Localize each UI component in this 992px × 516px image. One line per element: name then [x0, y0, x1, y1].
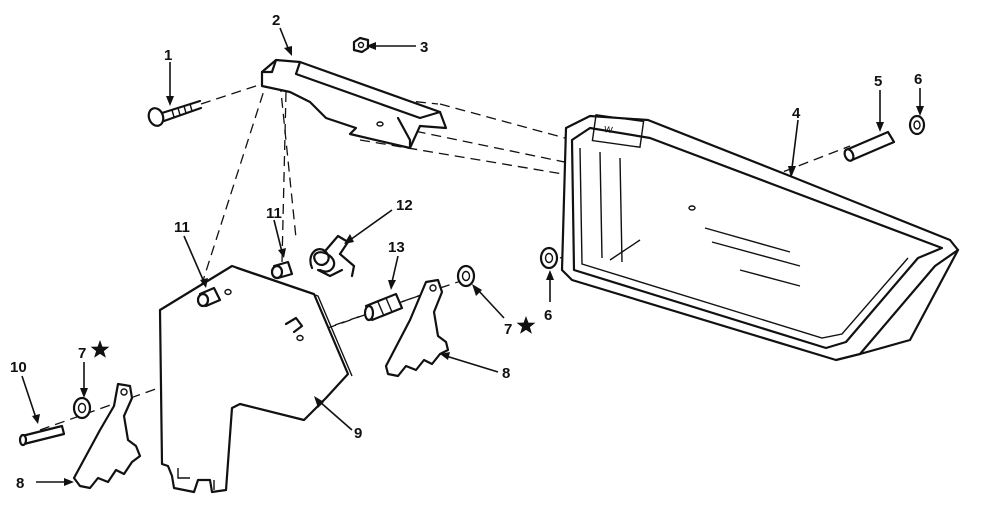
callout-13: 13 [388, 239, 405, 256]
part-10-pin [18, 424, 66, 447]
part-11-bushing-right [270, 260, 294, 280]
svg-text:W: W [603, 124, 613, 135]
callout-8-right: 8 [502, 365, 510, 382]
part-2-bracket [260, 58, 448, 150]
part-6-washer-upper [908, 114, 926, 136]
callout-9: 9 [354, 425, 362, 442]
part-4-blade-guard: W [560, 113, 960, 362]
part-8-pawl-right [384, 278, 450, 378]
callout-10: 10 [10, 359, 27, 376]
callout-2: 2 [272, 12, 280, 29]
callout-4: 4 [792, 105, 801, 122]
star-icon-right [516, 316, 536, 334]
callout-5: 5 [874, 73, 882, 90]
part-3-nut [352, 36, 370, 54]
part-5-pin [843, 130, 896, 162]
callout-6-lower: 6 [544, 307, 552, 324]
callout-6-upper: 6 [914, 71, 922, 88]
callout-labels: 1 2 3 4 5 6 6 7 7 8 8 9 10 11 11 12 13 [10, 12, 922, 492]
part-7-washer-left [72, 396, 92, 420]
part-8-pawl-left [72, 382, 142, 490]
callout-8-left: 8 [16, 475, 24, 492]
callout-11-left: 11 [174, 219, 190, 236]
callout-11-right: 11 [266, 205, 282, 222]
callout-7-right: 7 [504, 321, 512, 338]
part-9-spreader [158, 264, 353, 494]
part-6-washer-lower [539, 246, 559, 270]
part-12-spring [309, 234, 356, 278]
part-11-bushing-left [196, 286, 222, 308]
part-1-screw [147, 83, 263, 127]
part-13-plunger [363, 292, 404, 322]
callout-leaders [21, 27, 924, 486]
part-7-washer-right [456, 264, 476, 288]
star-icon-left [90, 340, 110, 358]
callout-7-left: 7 [78, 345, 86, 362]
callout-12: 12 [396, 197, 413, 214]
callout-3: 3 [420, 39, 428, 56]
callout-1: 1 [164, 47, 172, 64]
